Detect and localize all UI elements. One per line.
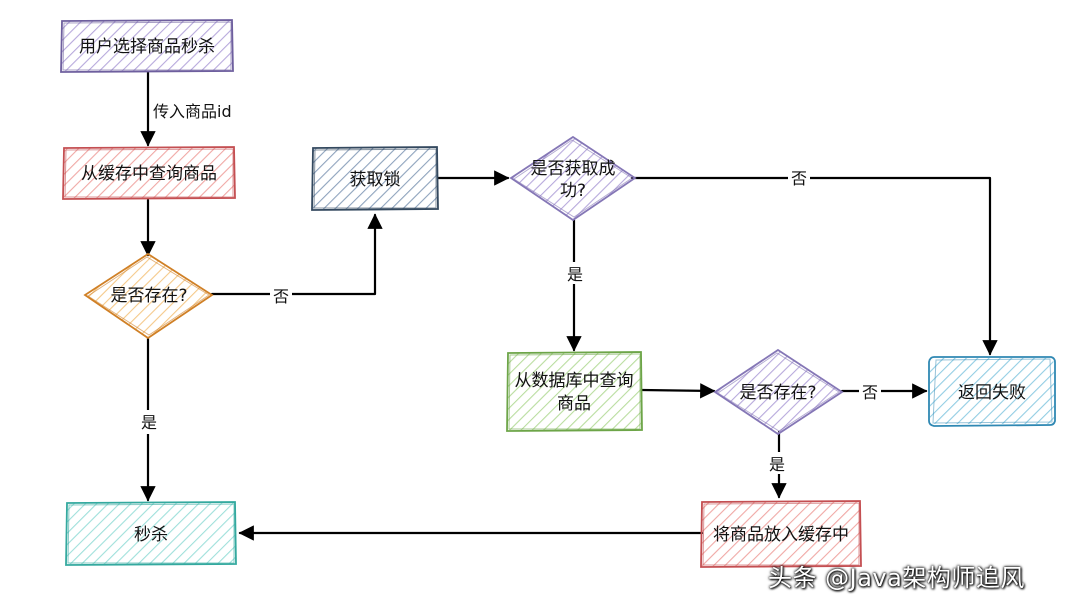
edge-label-pass-id: 传入商品id [153,102,232,121]
node-label-seckill: 秒杀 [134,525,168,545]
edge-cache-no [210,213,383,296]
edge-label-cache-no: 否 [273,287,289,306]
edge-label-db-no: 否 [862,383,878,402]
decision-label-cache-exists: 是否存在? [110,286,187,306]
node-acquire-lock: 获取锁 [311,146,439,211]
node-label-return-fail: 返回失败 [958,383,1026,403]
node-label-cache-query: 从缓存中查询商品 [81,164,217,184]
decision-label-lock-success-line2: 功? [560,181,586,201]
nodes: 用户选择商品秒杀 从缓存中查询商品 是否存在? 获取锁 [60,19,1056,568]
node-seckill: 秒杀 [65,501,237,566]
node-put-cache: 将商品放入缓存中 [700,500,862,568]
decision-label-lock-success-line1: 是否获取成 [531,159,616,179]
node-user-select: 用户选择商品秒杀 [60,19,234,73]
decision-db-exists: 是否存在? [713,348,844,436]
edge-labels: 传入商品id 否 是 否 是 否 是 [138,98,881,474]
node-label-user-select: 用户选择商品秒杀 [79,37,215,57]
edge-label-lock-yes: 是 [567,265,583,284]
watermark: 头条 @Java架构师追风 [768,564,1025,592]
node-label-acquire-lock: 获取锁 [350,170,401,190]
node-cache-query: 从缓存中查询商品 [62,146,236,200]
node-label-db-query-line2: 商品 [557,394,591,414]
decision-label-db-exists: 是否存在? [739,383,816,403]
edge-label-cache-yes: 是 [141,413,157,432]
node-label-put-cache: 将商品放入缓存中 [713,525,849,545]
edge-db-to-check [640,383,716,399]
decision-lock-success: 是否获取成 功? [509,135,637,222]
edge-lock-no [630,176,998,356]
node-label-db-query-line1: 从数据库中查询 [515,371,634,391]
node-return-fail: 返回失败 [928,356,1056,427]
edge-label-lock-no: 否 [791,169,807,188]
decision-cache-exists: 是否存在? [83,252,214,340]
node-db-query: 从数据库中查询 商品 [506,351,643,432]
edges [140,70,998,541]
edge-label-db-yes: 是 [769,455,785,474]
